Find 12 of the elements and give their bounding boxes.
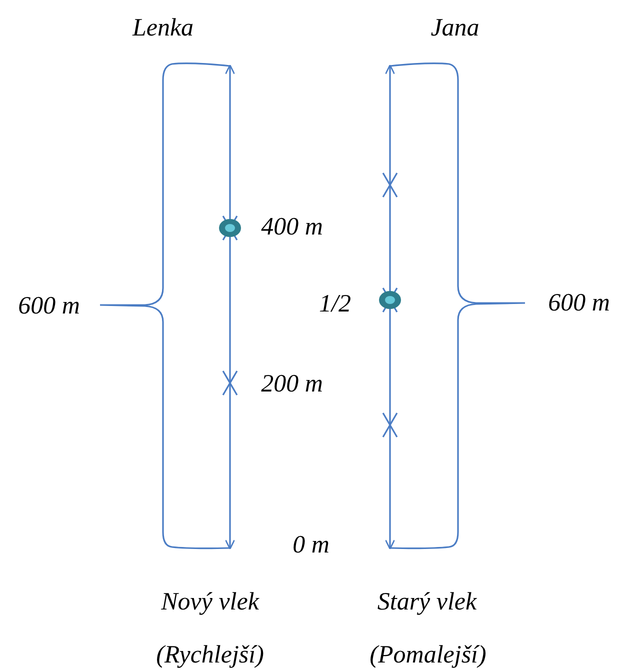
lift-note: (Rychlejší) [156, 642, 264, 668]
distance-label: 0 m [292, 532, 330, 558]
fraction-label: 1/2 [319, 292, 351, 316]
person-name: Lenka [132, 16, 194, 40]
distance-label: 200 m [261, 372, 323, 396]
distance-label: 400 m [261, 214, 323, 240]
lift-note: (Pomalejší) [370, 642, 486, 668]
distance-label: 600 m [548, 290, 610, 316]
lift-name: Starý vlek [377, 590, 477, 614]
person-name: Jana [430, 16, 480, 40]
distance-label: 600 m [18, 294, 80, 318]
lift-name: Nový vlek [161, 590, 259, 614]
